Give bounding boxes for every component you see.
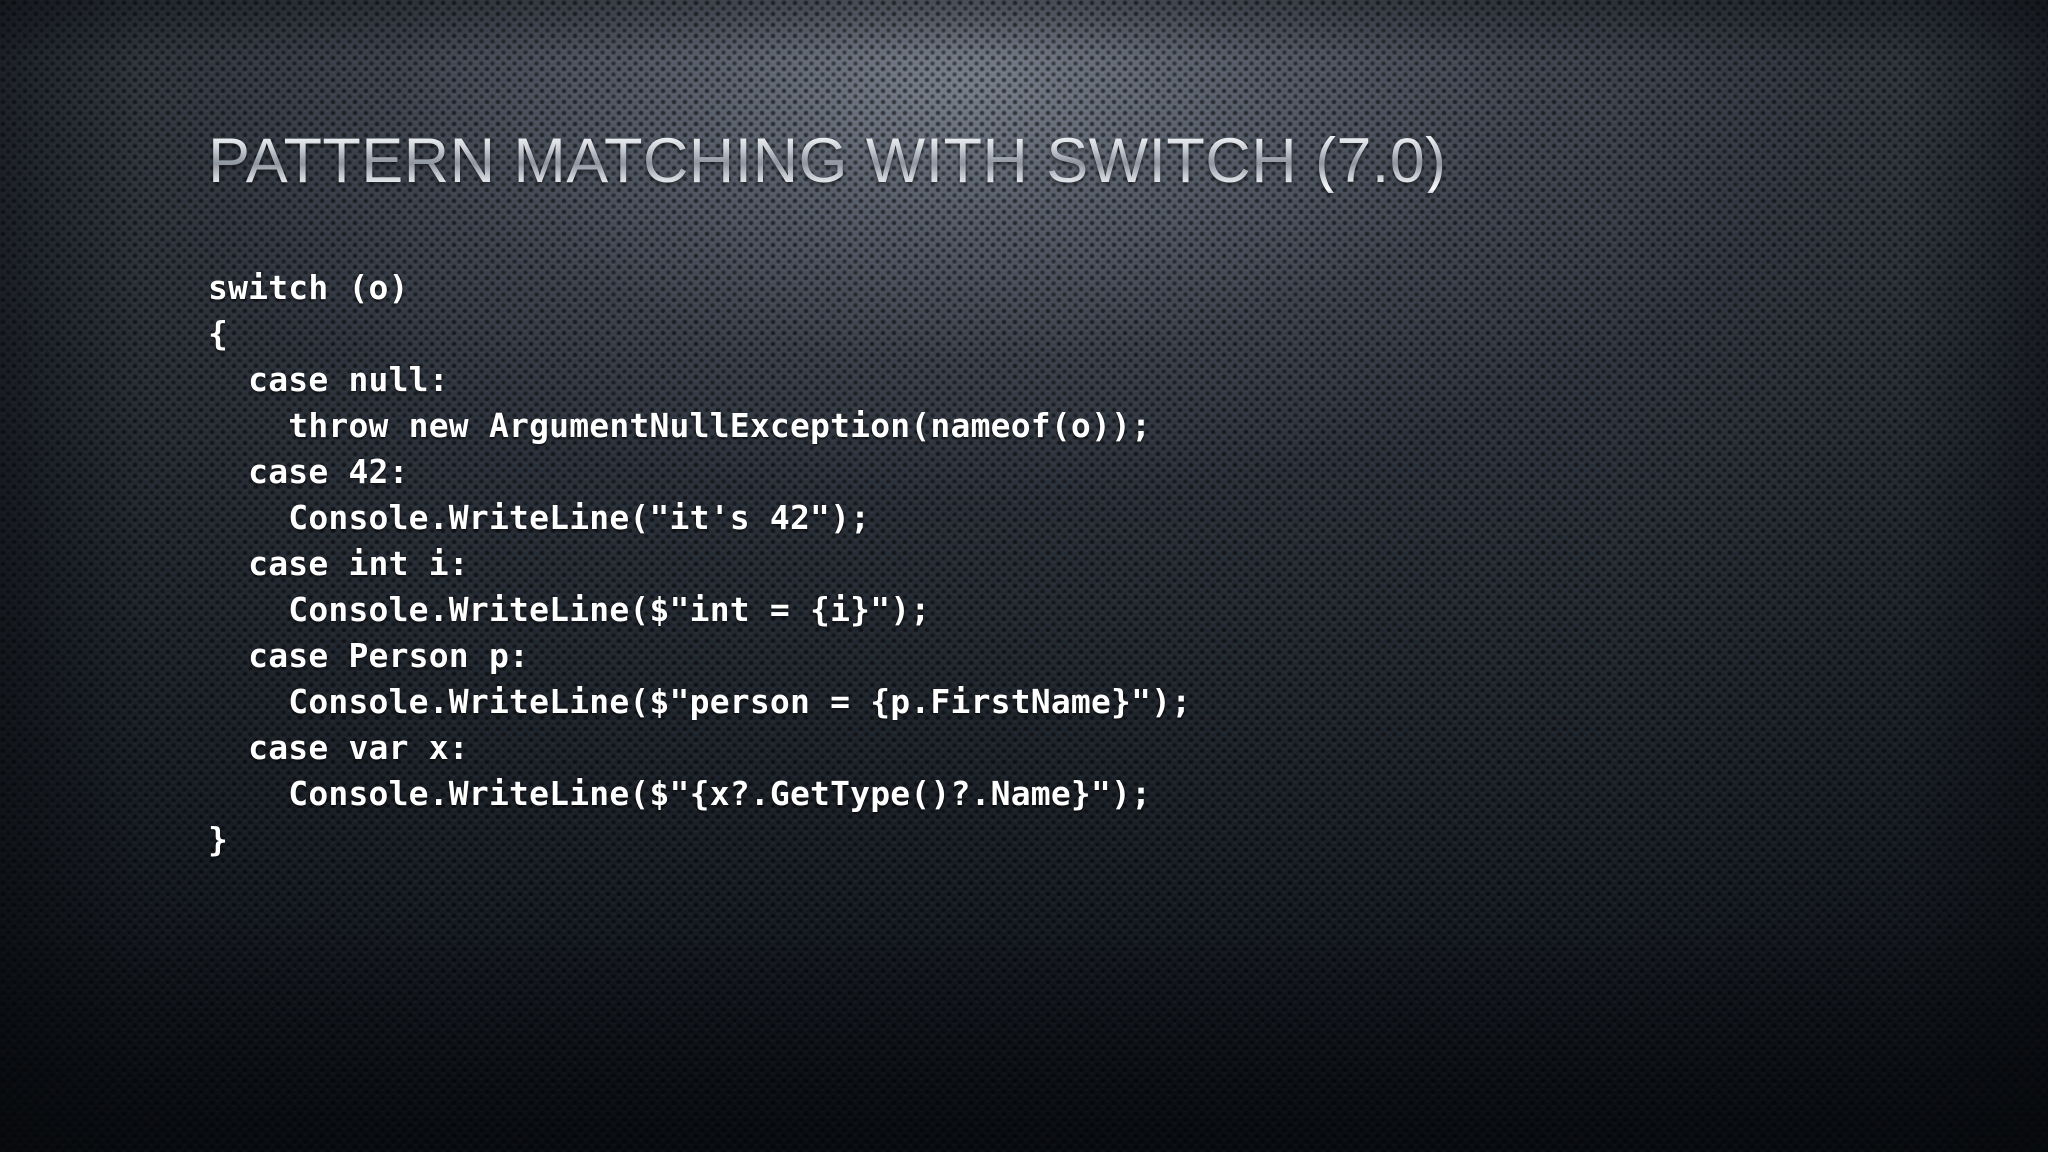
code-line: switch (o): [208, 268, 409, 307]
code-line: case null:: [208, 360, 449, 399]
code-line: Console.WriteLine("it's 42");: [208, 498, 871, 537]
code-line: throw new ArgumentNullException(nameof(o…: [208, 406, 1152, 445]
code-line: case int i:: [208, 544, 469, 583]
slide-title: Pattern matching with switch (7.0): [208, 130, 1828, 193]
code-line: {: [208, 314, 229, 353]
code-line: }: [208, 820, 229, 859]
code-line: case 42:: [208, 452, 409, 491]
code-line: Console.WriteLine($"{x?.GetType()?.Name}…: [208, 774, 1152, 813]
code-line: case var x:: [208, 728, 469, 767]
code-line: case Person p:: [208, 636, 530, 675]
code-line: Console.WriteLine($"person = {p.FirstNam…: [208, 682, 1192, 721]
code-line: Console.WriteLine($"int = {i}");: [208, 590, 931, 629]
code-block: switch (o) { case null: throw new Argumen…: [208, 265, 1191, 863]
